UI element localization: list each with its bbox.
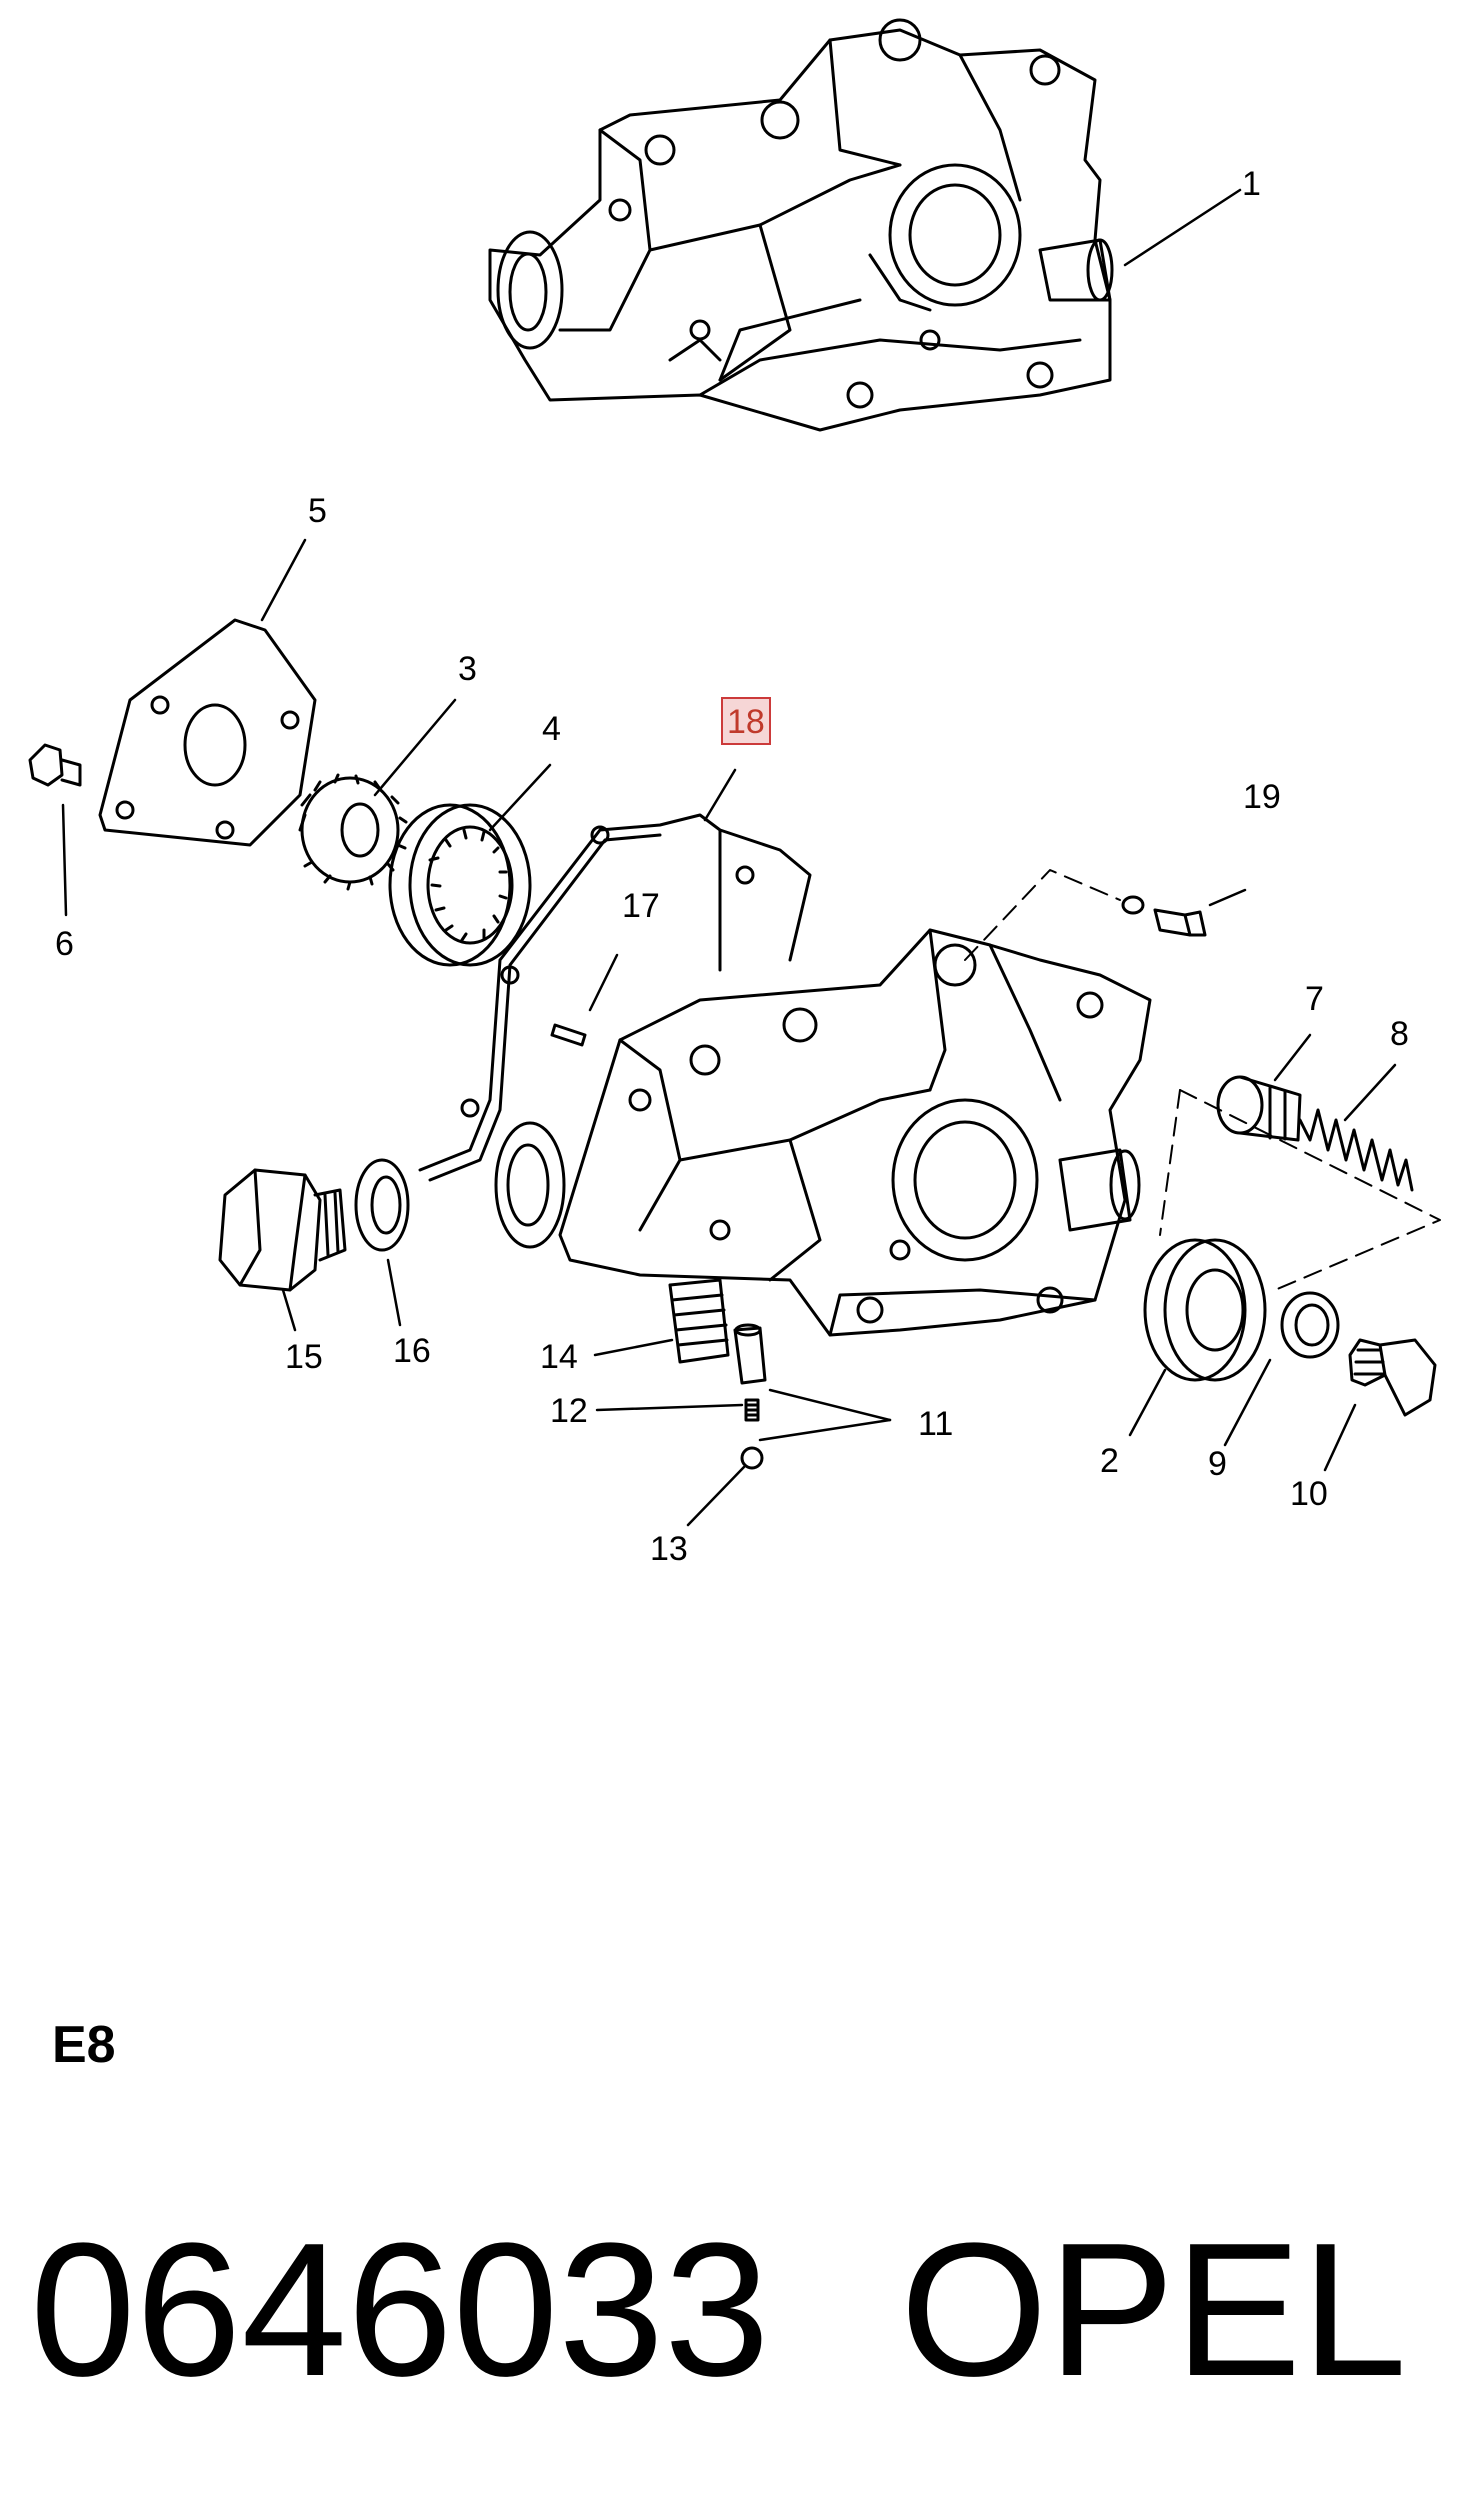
- callout-11: 11: [918, 1405, 953, 1443]
- plug-part-15: [218, 1168, 347, 1292]
- callout-18: 18: [727, 703, 765, 741]
- pump-housing-exploded: [494, 928, 1152, 1337]
- callout-17: 17: [622, 887, 660, 925]
- callout-5: 5: [308, 492, 327, 530]
- screw-part-6: [28, 743, 82, 787]
- sealing-ring-16: [354, 1158, 410, 1252]
- relief-spring: [1298, 1108, 1414, 1192]
- callout-1: 1: [1242, 165, 1261, 203]
- valve-piston: [1216, 1075, 1302, 1142]
- alignment-lines: [964, 869, 1441, 1291]
- callout-14: 14: [540, 1338, 578, 1376]
- washer-part-9: [1280, 1291, 1340, 1359]
- callout-4: 4: [542, 710, 561, 748]
- callout-13: 13: [650, 1530, 688, 1568]
- callout-15: 15: [285, 1338, 323, 1376]
- callout-3: 3: [458, 650, 477, 688]
- oil-pump-assembly: [488, 18, 1114, 432]
- callout-6: 6: [55, 925, 74, 963]
- part-number: 0646033: [30, 2204, 770, 2416]
- oil-seal: [1143, 1238, 1267, 1382]
- callout-8: 8: [1390, 1015, 1409, 1053]
- gasket-part-18: [418, 813, 812, 1182]
- plug-screw-part-10: [1348, 1338, 1437, 1417]
- callout-12: 12: [550, 1392, 588, 1430]
- callout-16: 16: [393, 1332, 431, 1370]
- sleeve-part-14: [668, 1278, 730, 1364]
- cover-plate: [98, 618, 317, 847]
- internal-gear-ring: [388, 803, 532, 967]
- callout-2: 2: [1100, 1442, 1119, 1480]
- relief-valve-parts: [733, 1323, 767, 1470]
- dowel-pin: [550, 1023, 587, 1047]
- bolt-part-19: [1121, 895, 1207, 937]
- brand-name: OPEL: [900, 2204, 1407, 2416]
- callout-10: 10: [1290, 1475, 1328, 1513]
- callout-19: 19: [1243, 778, 1281, 816]
- leader-lines: [61, 188, 1397, 1527]
- callout-18-highlight: [721, 697, 771, 745]
- callout-9: 9: [1208, 1445, 1227, 1483]
- callout-7: 7: [1305, 980, 1324, 1018]
- section-code: E8: [52, 2016, 116, 2074]
